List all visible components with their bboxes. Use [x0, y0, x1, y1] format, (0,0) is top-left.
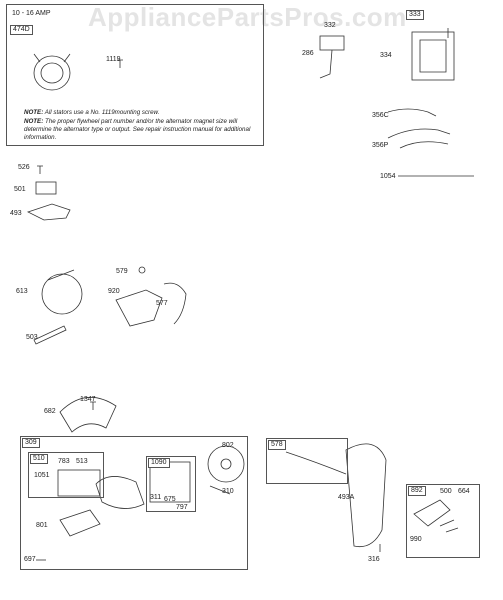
alternator-box [6, 4, 264, 146]
module-286 [319, 35, 345, 51]
stator-inner [40, 62, 64, 84]
part-577 [163, 282, 187, 325]
part-286-label[interactable]: 286 [302, 50, 314, 57]
part-332-label[interactable]: 332 [324, 22, 336, 29]
part-797-label[interactable]: 797 [176, 504, 188, 511]
part-526-label[interactable]: 526 [18, 164, 30, 171]
plate-802 [207, 445, 245, 483]
part-1054-label[interactable]: 1054 [380, 173, 396, 180]
sub-box-510 [28, 452, 104, 498]
starter-housing [95, 476, 145, 509]
part-510-tag[interactable]: 510 [30, 454, 48, 464]
bracket-493 [26, 203, 71, 221]
part-500-label[interactable]: 500 [440, 488, 452, 495]
part-513-group [57, 469, 101, 497]
part-613-label[interactable]: 613 [16, 288, 28, 295]
amp-label: 10 - 16 AMP [12, 10, 51, 17]
part-1347-label[interactable]: 1347 [80, 396, 96, 403]
part-802-label[interactable]: 802 [222, 442, 234, 449]
part-1090-tag[interactable]: 1090 [148, 458, 170, 468]
part-356P-label[interactable]: 356P [372, 142, 389, 149]
bracket-920 [115, 289, 163, 327]
part-316-label[interactable]: 316 [368, 556, 380, 563]
note-1-label: NOTE: [24, 109, 44, 116]
part-675-label[interactable]: 675 [164, 496, 176, 503]
note-2-text: The proper flywheel part number and/or t… [24, 118, 251, 141]
part-503-label[interactable]: 503 [26, 334, 38, 341]
bracket-493A [345, 443, 387, 548]
cover-682 [59, 396, 117, 433]
wire-356C [387, 108, 437, 117]
note-2: NOTE: The proper flywheel part number an… [24, 118, 256, 142]
part-892-tag[interactable]: 892 [408, 486, 426, 496]
strap-503 [33, 325, 67, 345]
armature [59, 509, 101, 537]
harness-356P [387, 128, 451, 149]
keyswitch-box-892 [406, 484, 480, 558]
part-309-tag[interactable]: 309 [22, 438, 40, 448]
part-579-label[interactable]: 579 [116, 268, 128, 275]
endcap-1090 [149, 461, 191, 503]
cable-box-578 [266, 438, 348, 484]
part-334-label[interactable]: 334 [380, 52, 392, 59]
part-474D-tag[interactable]: 474D [10, 25, 33, 35]
part-1119-label[interactable]: 1119 [106, 56, 121, 63]
part-356C-label[interactable]: 356C [372, 112, 389, 119]
part-501-label[interactable]: 501 [14, 186, 26, 193]
part-783-label[interactable]: 783 [58, 458, 70, 465]
part-493A-label[interactable]: 493A [338, 494, 355, 501]
note-1-text: All stators use a No. 1119mounting screw… [44, 109, 160, 116]
coil-333 [411, 31, 455, 81]
band-613 [41, 273, 83, 315]
part-664-label[interactable]: 664 [458, 488, 470, 495]
part-697-label[interactable]: 697 [24, 556, 36, 563]
part-501 [35, 181, 57, 195]
part-1051-label[interactable]: 1051 [34, 472, 50, 479]
part-682-label[interactable]: 682 [44, 408, 56, 415]
starter-box-309 [20, 436, 248, 570]
part-333-tag[interactable]: 333 [406, 10, 424, 20]
watermark: AppliancePartsPros.com [88, 2, 407, 32]
part-990-label[interactable]: 990 [410, 536, 422, 543]
part-577-label[interactable]: 577 [156, 300, 168, 307]
stator-ring [33, 55, 71, 91]
part-920-label[interactable]: 920 [108, 288, 120, 295]
screw-1119 [117, 59, 123, 68]
part-513-label[interactable]: 513 [76, 458, 88, 465]
sub-box-1090 [146, 456, 196, 512]
note-1: NOTE: All stators use a No. 1119mounting… [24, 109, 254, 117]
part-578-tag[interactable]: 578 [268, 440, 286, 450]
part-311-label[interactable]: 311 [150, 494, 162, 501]
part-310-label[interactable]: 310 [222, 488, 234, 495]
part-801-label[interactable]: 801 [36, 522, 48, 529]
part-493-label[interactable]: 493 [10, 210, 22, 217]
note-2-label: NOTE: [24, 118, 44, 125]
keyswitch-500 [413, 499, 451, 527]
